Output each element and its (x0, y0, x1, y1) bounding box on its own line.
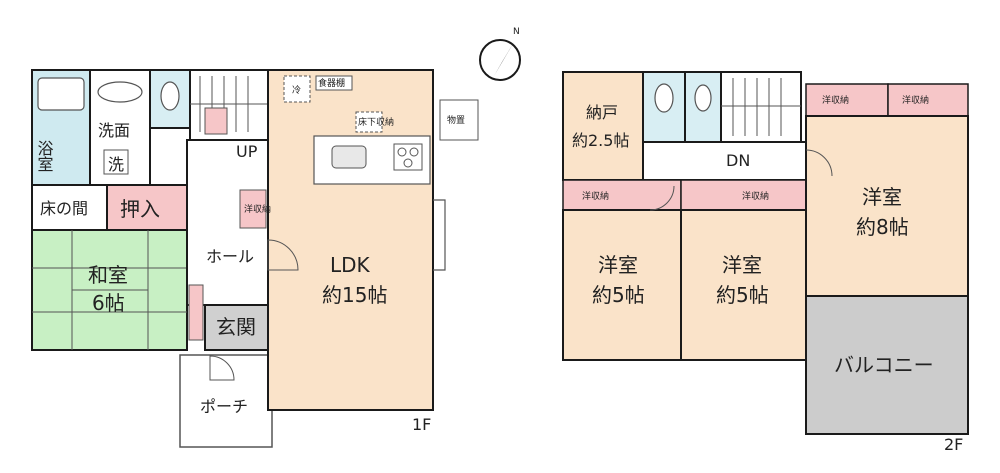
label-closet-c: 洋収納 (582, 190, 609, 202)
label-closet-b: 洋収納 (902, 94, 929, 106)
label-fridge: 冷 (292, 84, 301, 96)
label-hall: ホール (206, 247, 254, 266)
stairs-2f (720, 71, 802, 143)
room-western-b (680, 209, 807, 361)
compass-needle (494, 42, 514, 76)
label-room-b-name: 洋室 (722, 253, 762, 277)
compass-circle (479, 39, 521, 81)
door-western-c (805, 149, 833, 177)
fridge-box (283, 75, 311, 103)
room-western-a (562, 209, 682, 361)
pantry-box (315, 75, 353, 91)
label-porch: ポーチ (200, 397, 248, 416)
stairs-steps-2f (721, 78, 801, 136)
label-dn: DN (726, 151, 750, 170)
label-ldk-size: 約15帖 (322, 283, 387, 307)
label-1f: 1F (412, 415, 431, 434)
label-room-b-size: 約5帖 (716, 283, 769, 307)
stove-icon (393, 143, 423, 171)
label-storage: 物置 (447, 114, 465, 126)
label-closet-d: 洋収納 (742, 190, 769, 202)
stairs-1f (189, 69, 269, 141)
label-washer: 洗 (108, 155, 124, 174)
ldk-window (433, 199, 446, 271)
sink-icon (331, 145, 367, 169)
porch-door (209, 355, 235, 381)
floor-1f (31, 69, 479, 448)
ldk-door (267, 239, 299, 271)
label-room-a-size: 約5帖 (592, 283, 645, 307)
door-western-a (649, 185, 675, 211)
room-balcony (805, 295, 969, 435)
stairs-steps-1f (190, 76, 268, 132)
tatami-lines (32, 230, 187, 350)
label-washitsu-size: 6帖 (92, 291, 125, 315)
corridor-2f (642, 141, 807, 181)
label-nando-size: 約2.5帖 (572, 131, 629, 150)
toilet-icon-2f-b (694, 84, 712, 112)
label-closet-a: 洋収納 (822, 94, 849, 106)
toilet-icon-2f (654, 83, 674, 113)
label-washitsu-name: 和室 (88, 263, 128, 287)
room-oshiire (106, 184, 188, 231)
burner-3 (403, 158, 413, 168)
wash-basin (97, 81, 143, 103)
label-nando-name: 納戸 (586, 103, 618, 122)
underfloor-box (355, 111, 383, 133)
burner-1 (397, 147, 407, 157)
washer-box (103, 149, 129, 175)
label-underfloor: 床下収納 (358, 116, 394, 128)
bathtub (37, 77, 85, 111)
label-room-a-name: 洋室 (598, 253, 638, 277)
room-ldk (267, 69, 434, 411)
storage-box (439, 99, 479, 141)
stairs-storage-1f (204, 107, 228, 135)
label-room-c-name: 洋室 (862, 185, 902, 209)
label-ldk-name: LDK (330, 253, 371, 277)
compass (479, 39, 521, 81)
room-tokonoma (31, 184, 108, 231)
label-compass-n: N (513, 27, 520, 37)
labels: 浴室 洗面 洗 床の間 押入 和室 6帖 ホール 玄関 ポーチ LDK 約15帖… (35, 27, 964, 454)
label-washroom: 洗面 (98, 121, 130, 140)
label-tokonoma: 床の間 (40, 199, 88, 218)
hall-closet (239, 189, 267, 229)
label-up: UP (236, 142, 258, 161)
room-western-c (805, 115, 969, 297)
label-room-c-size: 約8帖 (856, 215, 909, 239)
hall-shoebox (188, 284, 204, 341)
room-porch (179, 354, 273, 448)
label-genkan: 玄関 (216, 315, 256, 339)
burner-2 (409, 147, 419, 157)
toilet-icon (160, 81, 180, 111)
label-bath: 浴室 (35, 140, 54, 172)
label-balcony: バルコニー (834, 353, 934, 377)
label-pantry: 食器棚 (318, 77, 345, 89)
label-closet-1f: 洋収納 (244, 203, 271, 215)
label-2f: 2F (944, 435, 963, 454)
label-oshiire: 押入 (120, 197, 160, 221)
room-nando (562, 71, 644, 181)
floor-2f (562, 71, 969, 435)
